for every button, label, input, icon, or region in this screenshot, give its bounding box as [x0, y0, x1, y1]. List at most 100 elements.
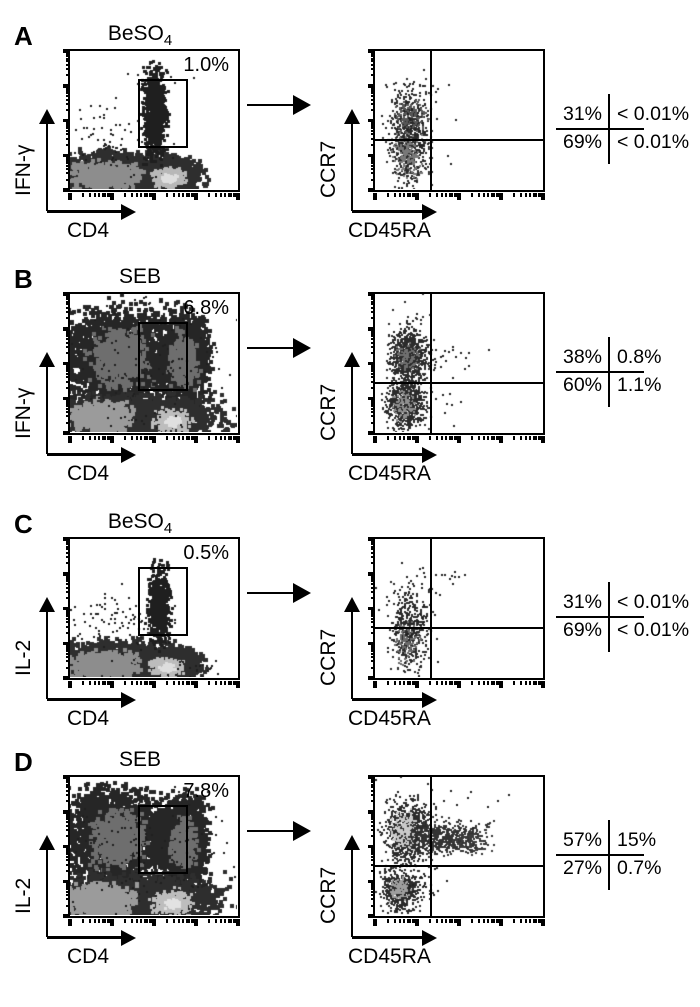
connector-arrow-line — [247, 591, 293, 594]
x-axis-tick — [403, 192, 406, 197]
gate-box — [138, 566, 189, 637]
x-axis-tick — [386, 435, 389, 440]
x-axis-tick — [512, 918, 515, 923]
y-axis-tick — [370, 850, 375, 853]
y-axis-tick — [65, 848, 70, 851]
x-axis-tick — [394, 192, 397, 197]
x-axis-tick — [457, 918, 461, 926]
x-axis-tick — [94, 918, 97, 923]
x-axis-tick — [441, 918, 444, 923]
x-axis-tick — [148, 680, 151, 685]
x-axis-tick — [490, 435, 493, 440]
x-axis-tick — [456, 192, 459, 197]
x-axis-tick — [453, 918, 456, 923]
y-axis-tick — [65, 345, 70, 348]
y-axis-tick — [370, 576, 375, 579]
x-axis-tick — [498, 192, 501, 197]
y-axis-tick — [65, 109, 70, 112]
y-axis-tick — [65, 835, 70, 838]
y-axis-tick — [65, 161, 70, 164]
y-axis-tick — [370, 816, 375, 819]
x-axis-tick — [541, 435, 545, 443]
y-axis-tick — [65, 95, 70, 98]
x-axis-tick — [152, 192, 156, 200]
x-axis-tick — [537, 918, 540, 923]
x-axis-tick — [101, 918, 104, 923]
x-axis-tick — [493, 680, 496, 685]
y-axis-tick — [63, 810, 70, 814]
y-axis-tick — [65, 660, 70, 663]
connector-arrow-head — [293, 821, 311, 841]
x-axis-tick — [68, 435, 72, 443]
x-axis-tick — [207, 192, 210, 197]
y-axis-tick — [65, 610, 70, 613]
x-axis-tick — [178, 192, 181, 197]
connector-arrow-line — [247, 829, 293, 832]
x-axis-label: CD4 — [66, 707, 109, 730]
x-axis-tick — [490, 680, 493, 685]
x-axis-tick — [143, 192, 146, 197]
y-axis-tick — [65, 298, 70, 301]
connector-arrow-line — [247, 103, 293, 106]
x-axis-tick — [215, 680, 218, 685]
y-axis-tick — [65, 855, 70, 858]
stimulus-title-subscript: 4 — [163, 32, 173, 50]
x-axis-tick — [235, 192, 238, 197]
quadrant-stats: 31% < 0.01% 69% < 0.01% — [556, 94, 700, 164]
panel-label: B — [14, 264, 33, 294]
x-axis-tick — [537, 680, 540, 685]
x-axis-tick — [81, 680, 84, 685]
x-axis-tick — [499, 192, 503, 200]
y-axis-tick — [368, 118, 375, 123]
x-axis-tick — [215, 192, 218, 197]
y-axis-tick — [65, 168, 70, 171]
y-axis-tick — [368, 810, 375, 814]
y-axis-tick — [370, 800, 375, 803]
x-axis-arrow-head — [121, 691, 136, 708]
y-axis-tick — [370, 835, 375, 838]
stat-lower-right: < 0.01% — [617, 131, 690, 153]
x-axis-label: CD45RA — [348, 462, 431, 485]
density-plot-left: 0.5% — [63, 537, 240, 688]
y-axis-tick — [65, 586, 70, 589]
y-axis-tick — [370, 898, 375, 901]
density-dots-canvas — [70, 51, 237, 189]
y-axis-tick — [370, 400, 375, 403]
x-axis-tick — [495, 680, 498, 685]
density-dots-canvas — [70, 777, 237, 915]
x-axis-tick — [498, 918, 501, 923]
x-axis-arrow-head — [422, 691, 437, 708]
y-axis-tick — [65, 824, 70, 827]
density-dots-canvas — [70, 294, 237, 432]
x-axis-tick — [537, 192, 540, 197]
y-axis-tick — [65, 590, 70, 593]
y-axis-tick — [370, 95, 375, 98]
x-axis-tick — [483, 918, 486, 923]
y-axis-tick — [368, 844, 375, 849]
y-axis-tick — [65, 98, 70, 101]
y-axis-arrow-head — [344, 352, 360, 367]
x-axis-tick — [227, 680, 230, 685]
y-axis-tick — [65, 617, 70, 620]
y-axis-tick — [370, 821, 375, 824]
x-axis-tick — [457, 435, 461, 443]
x-axis-tick — [406, 680, 409, 685]
y-axis-tick — [370, 376, 375, 379]
y-axis-tick — [368, 431, 375, 435]
x-axis-arrow-line — [47, 936, 122, 939]
x-axis-tick — [428, 918, 431, 923]
x-axis-tick — [182, 192, 185, 197]
x-axis-tick — [152, 435, 156, 443]
y-axis-tick — [370, 828, 375, 831]
x-axis-tick — [415, 680, 419, 688]
y-axis-tick — [370, 352, 375, 355]
y-axis-tick — [65, 816, 70, 819]
scatter-plot-right — [368, 49, 545, 200]
x-axis-tick — [490, 918, 493, 923]
y-axis-arrow-line — [350, 850, 353, 937]
quadrant-line-vertical — [430, 777, 433, 916]
y-axis-tick — [370, 625, 375, 628]
x-axis-arrow-line — [352, 210, 423, 213]
x-axis-label: CD4 — [66, 462, 109, 485]
x-axis-tick — [532, 192, 535, 197]
